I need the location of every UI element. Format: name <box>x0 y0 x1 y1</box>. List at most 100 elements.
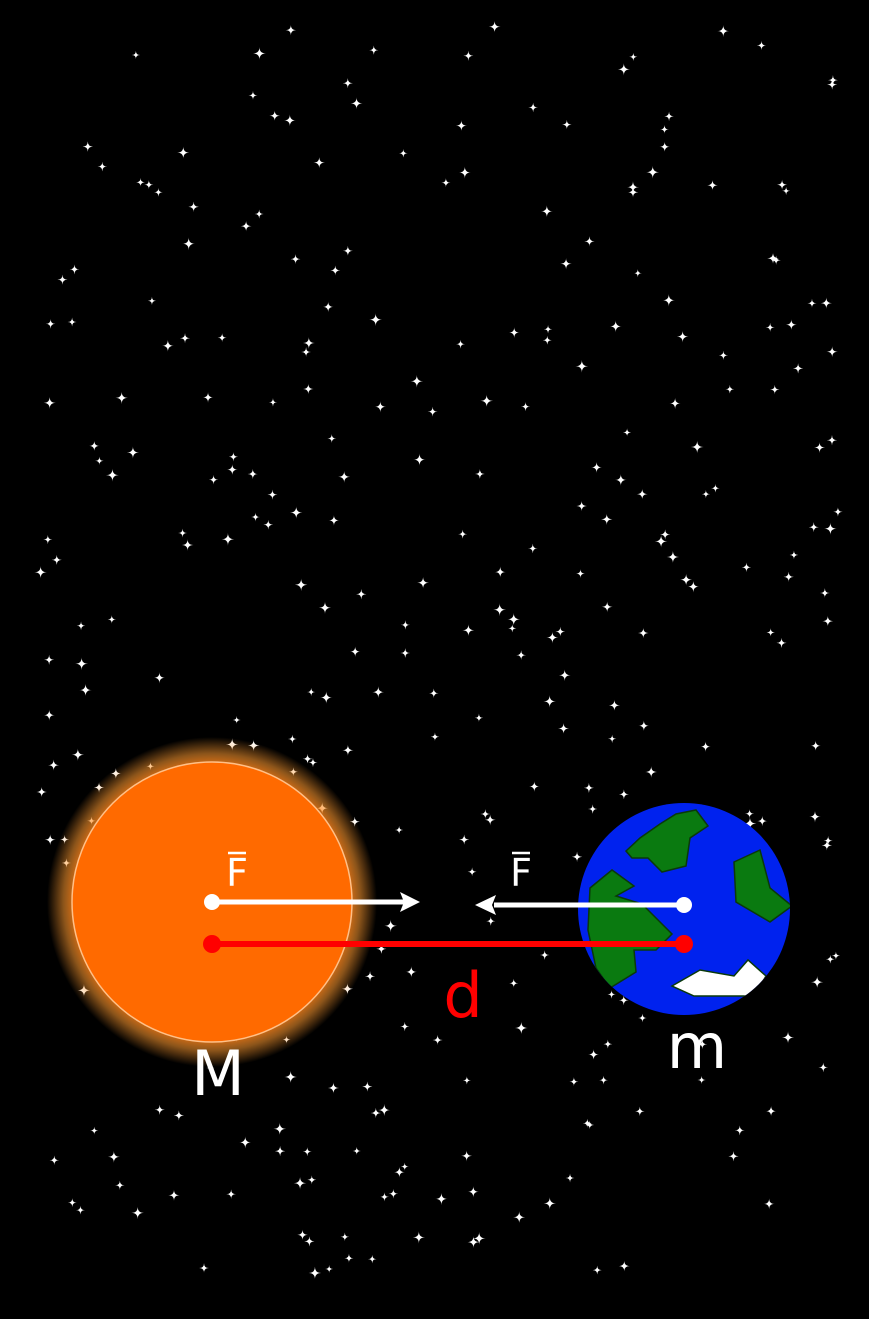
star <box>239 1136 252 1149</box>
star <box>669 397 681 410</box>
star <box>417 576 430 589</box>
star <box>362 1081 373 1092</box>
star <box>583 782 594 793</box>
star <box>543 695 556 708</box>
force-arrow-on-sun <box>204 892 420 912</box>
star <box>776 179 788 191</box>
star <box>44 654 55 665</box>
arrowhead-right-icon <box>400 892 420 912</box>
star <box>508 327 520 338</box>
star <box>263 519 274 530</box>
mass-large-label: M <box>191 1037 245 1110</box>
star <box>638 720 650 732</box>
star <box>456 339 465 349</box>
star <box>558 669 571 682</box>
star <box>188 201 199 213</box>
star <box>285 24 297 36</box>
star <box>814 442 826 454</box>
star <box>344 1253 354 1263</box>
star <box>206 1064 215 1073</box>
star <box>584 236 595 247</box>
star <box>410 374 424 388</box>
star <box>153 672 166 684</box>
star <box>660 125 669 134</box>
star <box>654 534 668 548</box>
star <box>51 554 62 565</box>
star <box>618 789 629 800</box>
star <box>582 1118 592 1128</box>
star <box>734 1125 745 1136</box>
star <box>107 615 117 624</box>
star <box>629 52 638 62</box>
star <box>718 350 729 361</box>
star <box>378 1103 391 1117</box>
star <box>432 1034 443 1045</box>
star <box>34 565 47 579</box>
star <box>69 264 80 275</box>
star <box>540 205 553 218</box>
star <box>546 631 559 644</box>
star <box>294 578 308 592</box>
star <box>828 75 838 86</box>
star <box>115 1180 125 1191</box>
star <box>147 296 156 305</box>
star <box>368 1254 377 1264</box>
star <box>601 601 613 613</box>
star <box>576 500 587 512</box>
star <box>349 646 361 657</box>
star <box>126 446 140 459</box>
star <box>807 298 817 308</box>
star <box>350 97 363 110</box>
star <box>555 626 566 637</box>
star <box>342 245 353 256</box>
star <box>707 179 718 191</box>
earth-continent-west <box>587 869 674 990</box>
star <box>809 810 821 823</box>
star <box>607 990 616 999</box>
star <box>154 188 163 197</box>
star <box>208 475 219 485</box>
star <box>666 550 680 564</box>
star <box>44 834 56 846</box>
star <box>90 1126 99 1135</box>
star <box>822 615 834 627</box>
star <box>690 440 704 454</box>
star <box>472 1231 486 1245</box>
force-label-right: F <box>510 851 532 895</box>
star <box>400 1021 410 1032</box>
star <box>810 740 821 752</box>
star <box>766 628 775 637</box>
star <box>591 461 603 473</box>
star <box>636 488 648 500</box>
star <box>179 333 191 344</box>
star <box>765 322 775 332</box>
star <box>467 867 477 877</box>
star <box>603 1039 613 1049</box>
star <box>609 320 622 333</box>
star <box>154 1104 165 1115</box>
star <box>455 120 467 132</box>
star <box>608 699 621 712</box>
star <box>637 627 649 639</box>
earth-continent-east <box>733 848 790 923</box>
star <box>826 435 838 446</box>
star <box>232 715 241 725</box>
star <box>394 825 404 835</box>
star <box>57 274 68 285</box>
star <box>304 1236 315 1247</box>
star <box>302 337 315 350</box>
star <box>725 384 735 394</box>
star <box>763 1198 775 1210</box>
star <box>43 396 56 409</box>
star <box>413 453 426 466</box>
earth-continent-north <box>624 809 710 873</box>
star <box>785 319 797 331</box>
star <box>302 383 314 395</box>
star <box>776 637 787 648</box>
star <box>771 255 781 265</box>
star <box>400 1162 409 1171</box>
star <box>302 1147 312 1157</box>
star <box>700 741 711 752</box>
star <box>248 90 258 100</box>
star <box>587 804 598 814</box>
